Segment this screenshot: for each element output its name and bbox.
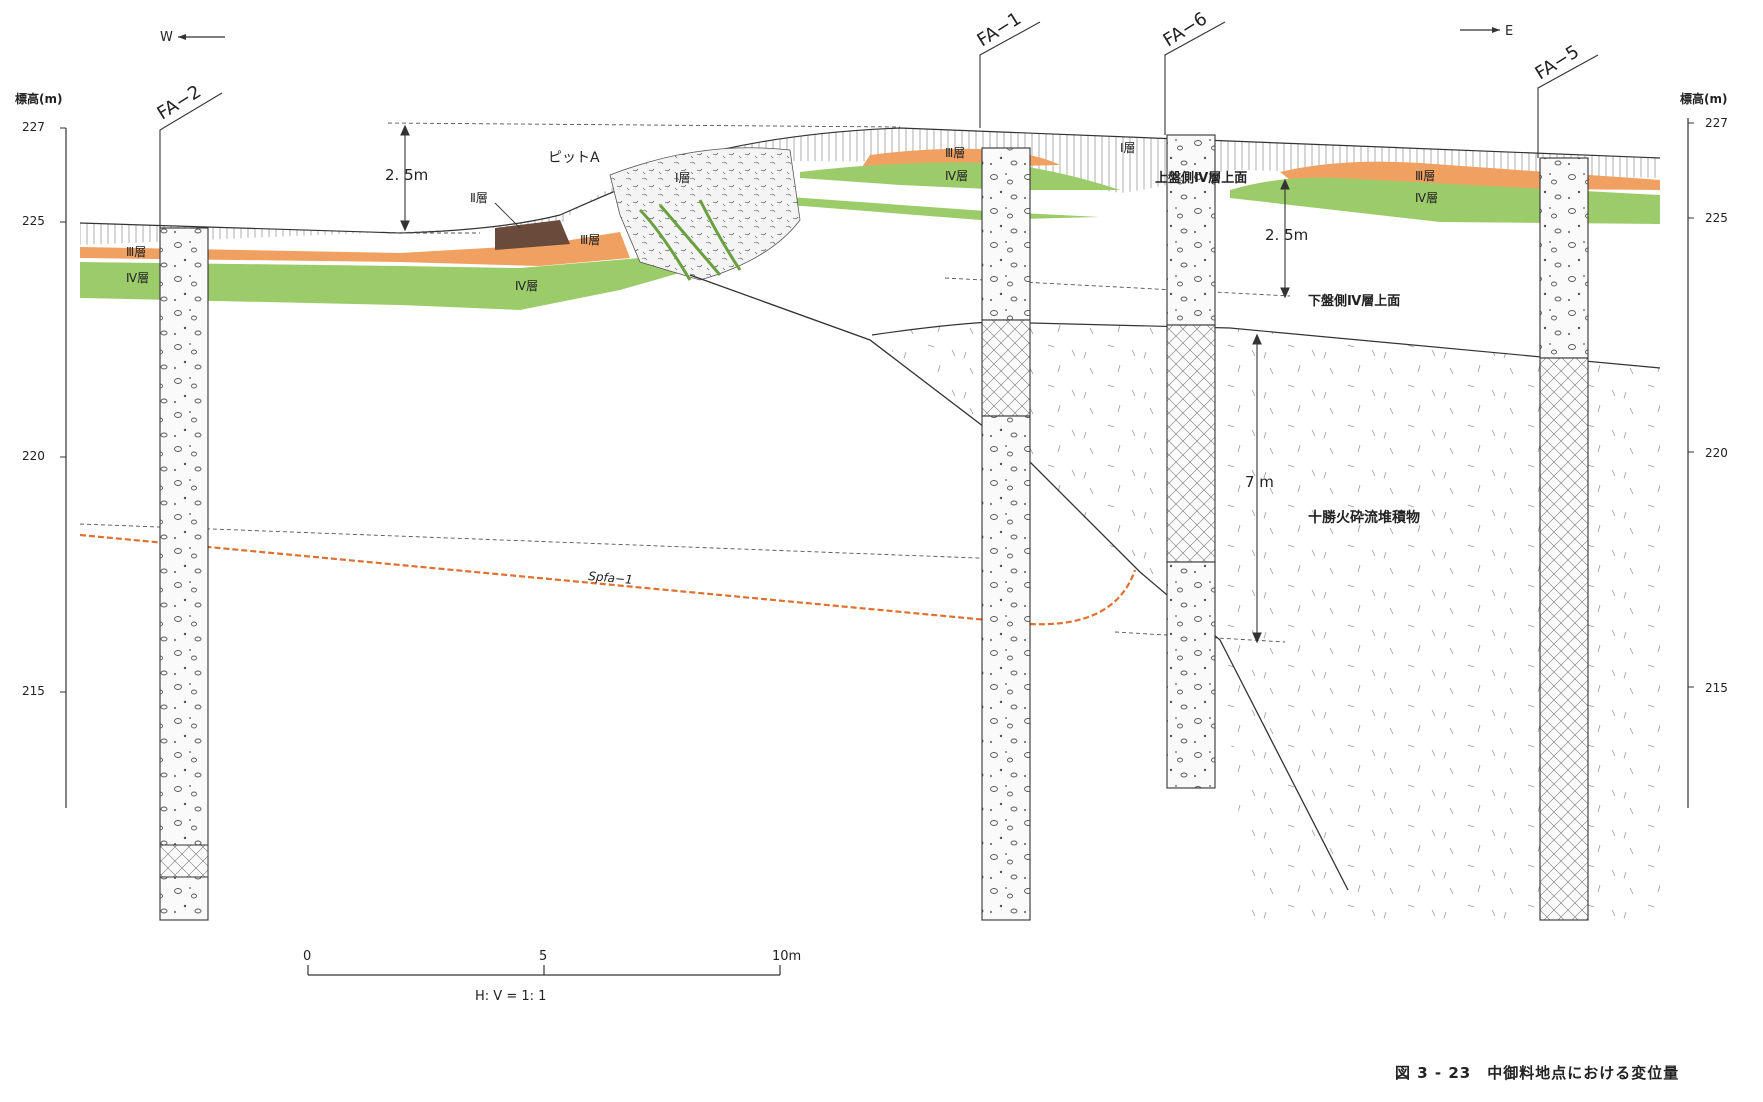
layer-4-left — [80, 258, 690, 310]
svg-text:Ⅳ層: Ⅳ層 — [515, 279, 538, 293]
svg-text:FA−6: FA−6 — [1160, 8, 1211, 51]
svg-text:220: 220 — [22, 449, 45, 463]
label-displacement-upper: 2. 5m — [385, 166, 428, 184]
fault-line — [689, 274, 1349, 891]
spfa-1-marker-bed — [79, 533, 1137, 626]
borehole-fa-6: FA−6 — [1160, 8, 1226, 789]
displacement-arrow-2-5m-upper — [400, 124, 410, 232]
svg-text:0: 0 — [303, 949, 311, 964]
svg-text:Ⅰ層: Ⅰ層 — [675, 171, 691, 185]
layer-4-center — [800, 162, 1120, 190]
layer-3-left — [80, 232, 630, 266]
label-hanging-wall-top: 上盤側Ⅳ層上面 — [1155, 170, 1247, 186]
layer-1-surface-deposit — [80, 128, 1660, 245]
svg-text:Ⅳ層: Ⅳ層 — [126, 271, 149, 285]
svg-text:Ⅳ層: Ⅳ層 — [1415, 191, 1438, 205]
svg-text:Ⅰ層: Ⅰ層 — [1120, 141, 1136, 155]
svg-text:標高(m): 標高(m) — [15, 91, 62, 106]
svg-text:10m: 10m — [772, 949, 801, 964]
svg-text:Ⅲ層: Ⅲ層 — [580, 233, 600, 247]
displacement-arrow-2-5m-right — [1280, 178, 1290, 299]
svg-text:Ⅱ層: Ⅱ層 — [470, 191, 488, 205]
scale-bar: 0 5 10m H: V = 1: 1 — [303, 949, 801, 1004]
svg-text:W: W — [160, 30, 173, 45]
svg-text:227: 227 — [22, 120, 45, 134]
displacement-arrow-7m — [1252, 333, 1262, 644]
svg-text:Ⅳ層: Ⅳ層 — [945, 169, 968, 183]
svg-text:E: E — [1505, 24, 1513, 39]
svg-text:225: 225 — [1705, 211, 1728, 225]
layer-labels: Ⅲ層 Ⅳ層 Ⅱ層 Ⅲ層 Ⅳ層 Ⅰ層 Ⅲ層 Ⅳ層 Ⅰ層 Ⅲ層 Ⅳ層 — [126, 141, 1438, 293]
svg-text:215: 215 — [1705, 681, 1728, 695]
svg-text:H: V = 1: 1: H: V = 1: 1 — [475, 989, 546, 1004]
layer-4-center-wedge — [790, 197, 1100, 220]
svg-text:Ⅲ層: Ⅲ層 — [1415, 169, 1435, 183]
svg-text:227: 227 — [1705, 116, 1728, 130]
svg-text:215: 215 — [22, 684, 45, 698]
label-spfa-1: Spfa−1 — [588, 569, 634, 587]
label-footwall-top: 下盤側Ⅳ層上面 — [1308, 293, 1400, 309]
figure-caption: 図 3 - 23 中御料地点における変位量 — [1395, 1064, 1680, 1082]
svg-text:FA−2: FA−2 — [154, 81, 205, 124]
borehole-fa-2: FA−2 — [154, 81, 223, 921]
borehole-fa-5: FA−5 — [1532, 41, 1599, 921]
east-arrow: E — [1460, 24, 1513, 39]
svg-text:5: 5 — [539, 949, 547, 964]
tokachi-pyroclastic-flow-area — [872, 322, 1660, 920]
svg-text:Ⅲ層: Ⅲ層 — [126, 245, 146, 259]
svg-text:標高(m): 標高(m) — [1680, 91, 1727, 106]
elevation-axis-left: 標高(m) 227 225 220 215 — [15, 91, 67, 808]
label-pit-a: ピットA — [548, 150, 600, 166]
pit-a-layer-2-dark — [495, 220, 570, 250]
label-tokachi-flow: 十勝火砕流堆積物 — [1308, 509, 1420, 526]
elevation-axis-right: 標高(m) 227 225 220 215 — [1680, 91, 1728, 808]
label-displacement-right: 2. 5m — [1265, 226, 1308, 244]
svg-text:220: 220 — [1705, 446, 1728, 460]
svg-text:225: 225 — [22, 214, 45, 228]
svg-text:Ⅲ層: Ⅲ層 — [945, 146, 965, 160]
label-displacement-7m: 7 m — [1245, 473, 1274, 491]
west-arrow: W — [160, 30, 225, 45]
